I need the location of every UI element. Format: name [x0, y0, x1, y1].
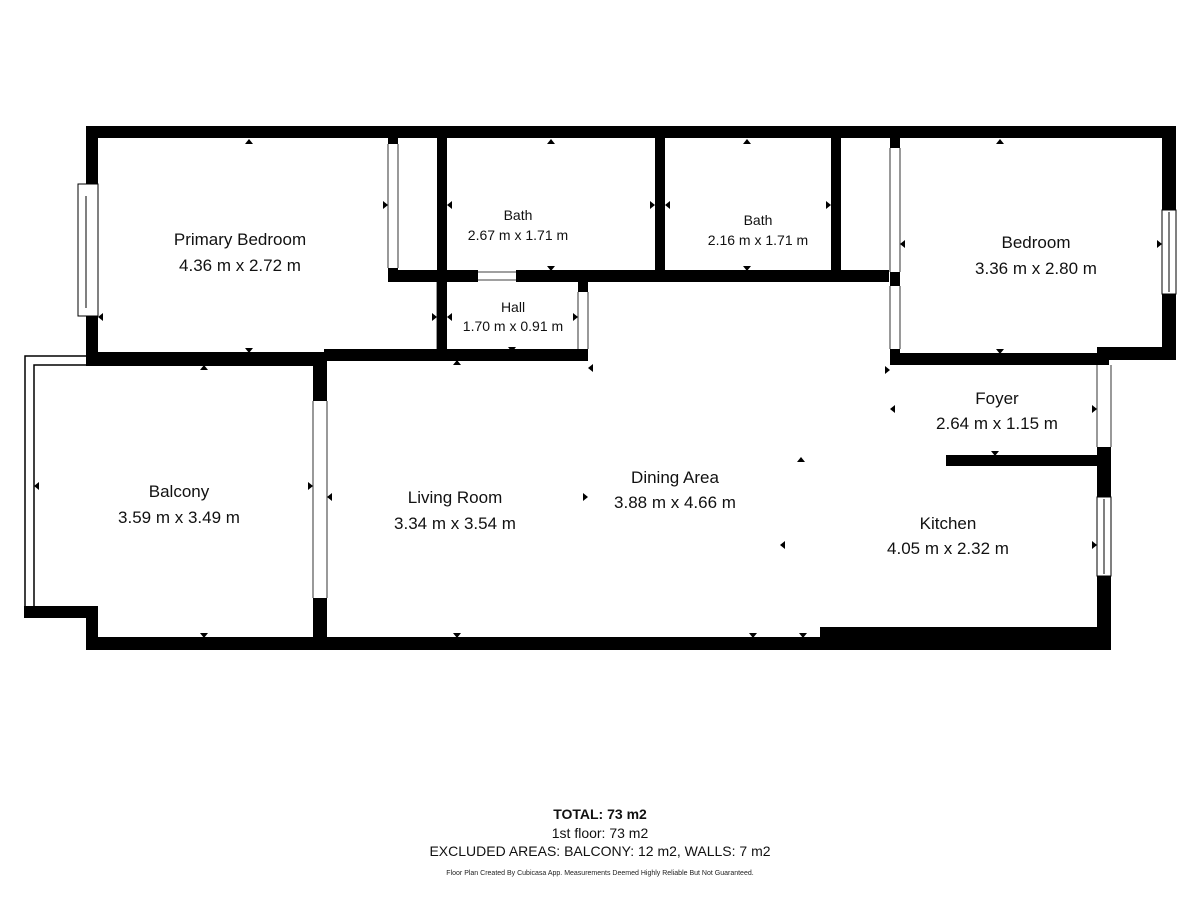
bath2-name: Bath	[744, 212, 773, 228]
dimension-markers	[34, 139, 1162, 638]
walls	[24, 126, 1176, 650]
foyer-name: Foyer	[975, 389, 1019, 408]
windows	[77, 183, 1177, 577]
balcony-dims: 3.59 m x 3.49 m	[118, 508, 240, 527]
floor-plan: Primary Bedroom 4.36 m x 2.72 m Bath 2.6…	[24, 126, 1177, 650]
kitchen-dims: 4.05 m x 2.32 m	[887, 539, 1009, 558]
primary-bedroom-name: Primary Bedroom	[174, 230, 306, 249]
dining-area-dims: 3.88 m x 4.66 m	[614, 493, 736, 512]
hall-dims: 1.70 m x 0.91 m	[463, 318, 563, 334]
primary-bedroom-dims: 4.36 m x 2.72 m	[179, 256, 301, 275]
balcony-name: Balcony	[149, 482, 210, 501]
living-room-dims: 3.34 m x 3.54 m	[394, 514, 516, 533]
dining-area-name: Dining Area	[631, 468, 719, 487]
bedroom-dims: 3.36 m x 2.80 m	[975, 259, 1097, 278]
floor-area: 1st floor: 73 m2	[551, 825, 649, 841]
disclaimer-credit: Floor Plan Created By Cubicasa App. Meas…	[446, 870, 754, 877]
bath1-name: Bath	[504, 207, 533, 223]
bath1-dims: 2.67 m x 1.71 m	[468, 227, 568, 243]
total-area: TOTAL: 73 m2	[553, 806, 647, 822]
balcony-outline	[24, 355, 86, 606]
kitchen-name: Kitchen	[920, 514, 977, 533]
bedroom-name: Bedroom	[1002, 233, 1071, 252]
hall-name: Hall	[501, 299, 525, 315]
excluded-areas: EXCLUDED AREAS: BALCONY: 12 m2, WALLS: 7…	[429, 843, 771, 859]
foyer-dims: 2.64 m x 1.15 m	[936, 414, 1058, 433]
door-openings	[312, 144, 1112, 598]
bath2-dims: 2.16 m x 1.71 m	[708, 232, 808, 248]
living-room-name: Living Room	[408, 488, 503, 507]
